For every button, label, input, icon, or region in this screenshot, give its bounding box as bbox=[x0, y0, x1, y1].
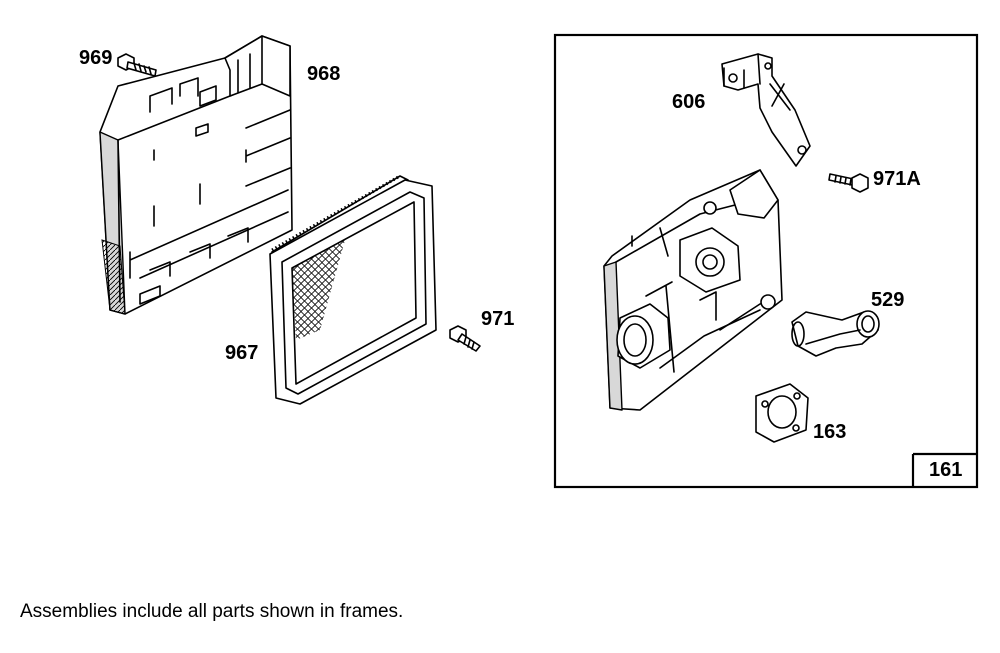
part-label-606: 606 bbox=[672, 91, 706, 113]
part-label-971: 971 bbox=[481, 308, 515, 330]
part-label-967: 967 bbox=[225, 342, 259, 364]
part-label-529: 529 bbox=[871, 289, 905, 311]
screw-969-drawing bbox=[117, 53, 157, 77]
air-filter-967-drawing bbox=[269, 174, 437, 405]
housing-161-drawing bbox=[603, 169, 783, 411]
footnote: Assemblies include all parts shown in fr… bbox=[20, 601, 404, 622]
part-label-968: 968 bbox=[307, 63, 341, 85]
screw-971a-drawing bbox=[828, 173, 869, 193]
part-label-971a: 971A bbox=[873, 168, 921, 190]
assembly-frame bbox=[553, 33, 979, 489]
assembly-label-161: 161 bbox=[929, 459, 963, 481]
elbow-529-drawing bbox=[791, 310, 880, 357]
screw-971-drawing bbox=[449, 325, 481, 352]
part-label-969: 969 bbox=[79, 47, 113, 69]
gasket-163-drawing bbox=[755, 383, 809, 443]
part-label-163: 163 bbox=[813, 421, 847, 443]
bracket-606-drawing bbox=[721, 53, 811, 167]
air-cleaner-base-968-drawing bbox=[99, 35, 293, 315]
